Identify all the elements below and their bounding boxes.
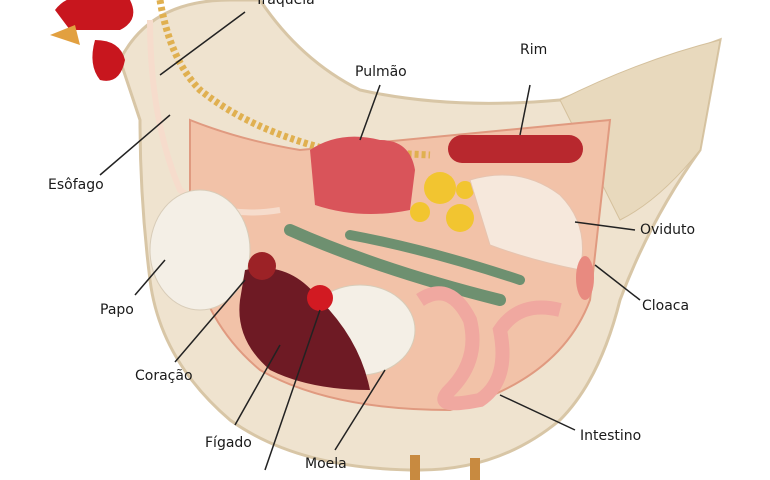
label-traqueia: Traqueia: [255, 0, 315, 8]
label-intestino: Intestino: [580, 428, 642, 444]
leg: [410, 455, 420, 480]
intestine: [416, 286, 562, 411]
esophagus: [147, 19, 281, 216]
kidney: [448, 135, 583, 163]
label-esofago: Esôfago: [48, 177, 104, 193]
ceca: [284, 224, 506, 306]
heart: [248, 252, 276, 280]
label-coracao: Coração: [135, 368, 193, 384]
lung: [310, 136, 415, 214]
label-pulmao: Pulmão: [355, 64, 407, 80]
label-figado: Fígado: [205, 435, 252, 451]
comb: [55, 0, 134, 30]
ovary: [410, 172, 474, 232]
oviduct: [469, 174, 583, 271]
trachea: [156, 0, 431, 159]
label-oviduto: Oviduto: [640, 222, 696, 238]
label-papo: Papo: [100, 302, 134, 318]
leg: [470, 458, 480, 480]
crop: [149, 189, 251, 311]
cloaca: [576, 256, 594, 300]
wattle: [92, 40, 125, 81]
beak: [50, 25, 80, 45]
label-cloaca: Cloaca: [642, 298, 690, 314]
spleen: [307, 285, 333, 311]
label-moela: Moela: [305, 456, 347, 472]
ceca-2: [345, 230, 525, 285]
leader-lines: [99, 11, 641, 471]
label-rim: Rim: [520, 42, 548, 58]
